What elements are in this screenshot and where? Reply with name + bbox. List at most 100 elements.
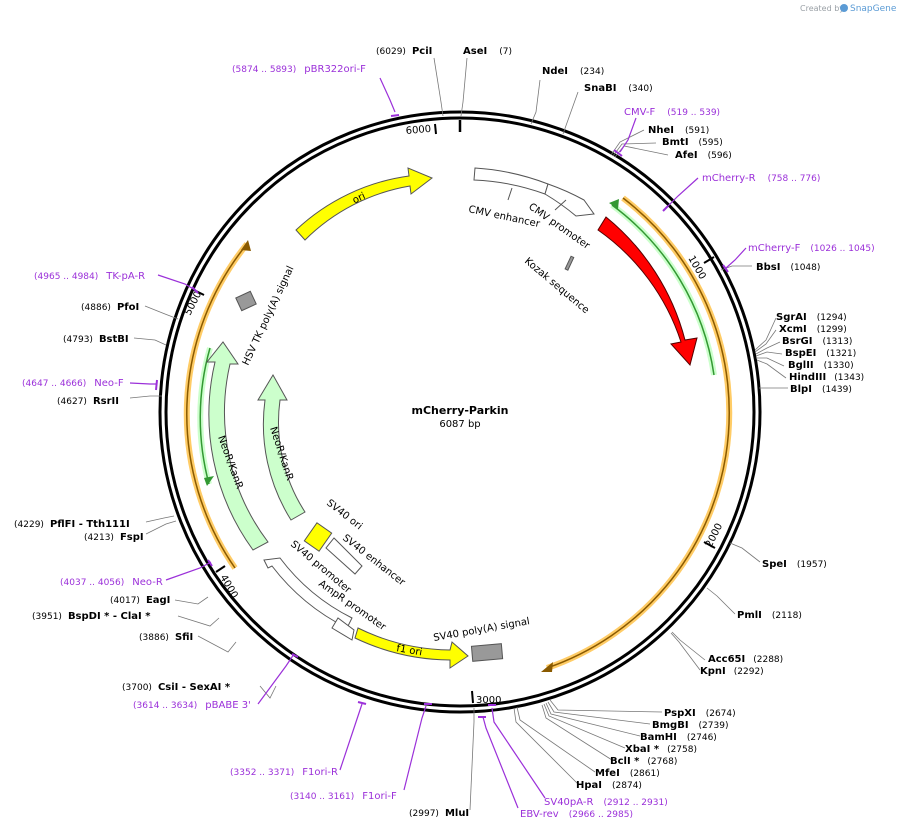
snapgene-logo-icon (840, 4, 848, 12)
enzyme-label-bamhi: BamHI(2746) (640, 732, 717, 743)
credit-text: Created by (800, 4, 844, 13)
leader-bstbi (133, 337, 167, 346)
orf-arrowhead (541, 662, 553, 672)
marker-mcherry-r (662, 205, 669, 212)
leader-f1ori-r (339, 703, 363, 771)
leader-spei (729, 542, 761, 563)
enzyme-label-bglii: BglII(1330) (788, 360, 854, 371)
enzyme-label-csii: (3700)CsiI - SexAI * (122, 682, 231, 693)
enzyme-label-nhei: NheI(591) (648, 125, 709, 136)
leader-hindiii (756, 359, 787, 379)
mcherry-cds-green-line (611, 204, 715, 376)
enzyme-label-bcli: BclI *(2768) (610, 756, 677, 767)
enzyme-label-mlui: (2997)MluI (409, 808, 469, 819)
neor-orf-arrowhead (241, 240, 251, 251)
leader-ndei (530, 79, 541, 125)
plasmid-length: 6087 bp (439, 419, 480, 430)
neor-cds-arrowhead (204, 476, 214, 486)
marker-pbr322ori-f (390, 114, 400, 117)
tick-label-4000: 4000 (217, 573, 239, 601)
leader-pmli (706, 587, 736, 615)
marker-f1ori-r (357, 701, 367, 705)
primer-label-mcherry-f: mCherry-F(1026 .. 1045) (748, 243, 875, 254)
enzyme-label-bmgbi: BmgBI(2739) (652, 720, 728, 731)
leader-acc65i (671, 631, 706, 661)
mcherry-parkin-orf-line (546, 197, 730, 669)
tick-4000 (215, 565, 226, 573)
enzyme-label-kpni: KpnI(2292) (700, 666, 764, 677)
leader-pcii (433, 57, 444, 117)
leader-hpai (513, 707, 579, 785)
leader-snabi (562, 91, 579, 135)
enzyme-label-hindiii: HindIII(1343) (789, 372, 864, 383)
primer-label-tk-pa-r: (4965 .. 4984)TK-pA-R (34, 271, 145, 282)
leader-kpni (670, 632, 701, 671)
backbone-inner-ring (164, 116, 756, 708)
primer-label-pbr322ori-f: (5874 .. 5893)pBR322ori-F (232, 64, 366, 75)
sv40-ori-feature (303, 522, 333, 552)
neor-kanr-outer-arrow (205, 341, 269, 551)
enzyme-label-bstbi: (4793)BstBI (63, 334, 129, 345)
f1-ori-label: f1 ori (395, 643, 423, 658)
kozak-label: Kozak sequence (522, 256, 591, 316)
leader-mfei (516, 706, 596, 773)
leader-pfoi (144, 305, 179, 320)
leader-mlui (469, 708, 475, 811)
enzyme-label-bbsi: BbsI(1048) (756, 262, 820, 273)
leader-bspdi (177, 615, 220, 627)
primer-label-f1ori-f: (3140 .. 3161)F1ori-F (290, 791, 397, 802)
enzyme-label-rsrii: (4627)RsrII (57, 396, 119, 407)
sv40-polya-label: SV40 poly(A) signal (433, 616, 531, 644)
leader-f1ori-f (403, 705, 427, 791)
enzyme-label-sgrai: SgrAI(1294) (776, 312, 847, 323)
enzyme-label-afei: AfeI(596) (675, 150, 732, 161)
primer-label-f1ori-r: (3352 .. 3371)F1ori-R (230, 767, 338, 778)
leader-mcherry-r (665, 177, 699, 209)
tick-1000 (703, 256, 715, 264)
enzyme-label-acc65i: Acc65I(2288) (708, 654, 783, 665)
tick-2000 (703, 541, 716, 549)
tick-label-6000: 6000 (405, 124, 431, 137)
plasmid-name: mCherry-Parkin (412, 404, 509, 417)
leader-bcli (541, 704, 613, 761)
leader-csii (259, 685, 277, 699)
leader-mcherry-f (725, 247, 747, 269)
marker-neo-r (207, 559, 213, 567)
backbone-outer-ring (158, 110, 762, 714)
enzyme-label-bmti: BmtI(595) (662, 137, 723, 148)
leader-asei (460, 57, 468, 117)
tick-3000 (471, 690, 474, 704)
leader-bsrgi (755, 341, 781, 355)
leader-xcmi (754, 329, 777, 353)
enzyme-label-bspei: BspEI(1321) (785, 348, 856, 359)
leader-ebv-rev (482, 716, 519, 809)
enzyme-label-pmli: PmlI(2118) (737, 610, 802, 621)
enzyme-label-ndei: NdeI(234) (542, 66, 604, 77)
leader-neo-f (129, 382, 157, 385)
sv40-ori-label: SV40 ori (324, 498, 364, 533)
leader-pbr322ori-f (379, 77, 396, 113)
primer-label-neo-f: (4647 .. 4666)Neo-F (22, 378, 124, 389)
cmv-promoter-feature (544, 183, 595, 217)
leader-bspei (755, 351, 783, 357)
neor-kanr-inner-arrow (257, 374, 306, 521)
enzyme-label-fspi: (4213)FspI (84, 532, 144, 543)
enzyme-leaders (129, 57, 788, 811)
tick-label-3000: 3000 (476, 695, 501, 706)
leader-rsrii (129, 395, 162, 399)
enzyme-label-snabi: SnaBI(340) (584, 83, 653, 94)
leader-xbai (543, 703, 626, 749)
cmv-enhancer-leader (507, 187, 513, 201)
leader-pspxi (549, 699, 663, 713)
enzyme-label-bspdi: (3951)BspDI * - ClaI * (32, 611, 151, 622)
primer-label-ebv-rev: EBV-rev(2966 .. 2985) (520, 809, 633, 820)
features: ori CMV enhancer CMV promoter mCherry Ko… (205, 167, 698, 669)
marker-cmv-f (613, 149, 623, 157)
marker-mcherry-f (722, 264, 729, 273)
kozak-feature (564, 255, 575, 271)
leader-sv40pa-r (491, 707, 546, 799)
leader-bmgbi (547, 701, 651, 725)
enzyme-label-hpai: HpaI(2874) (576, 780, 642, 791)
enzyme-label-blpi: BlpI(1439) (790, 384, 852, 395)
